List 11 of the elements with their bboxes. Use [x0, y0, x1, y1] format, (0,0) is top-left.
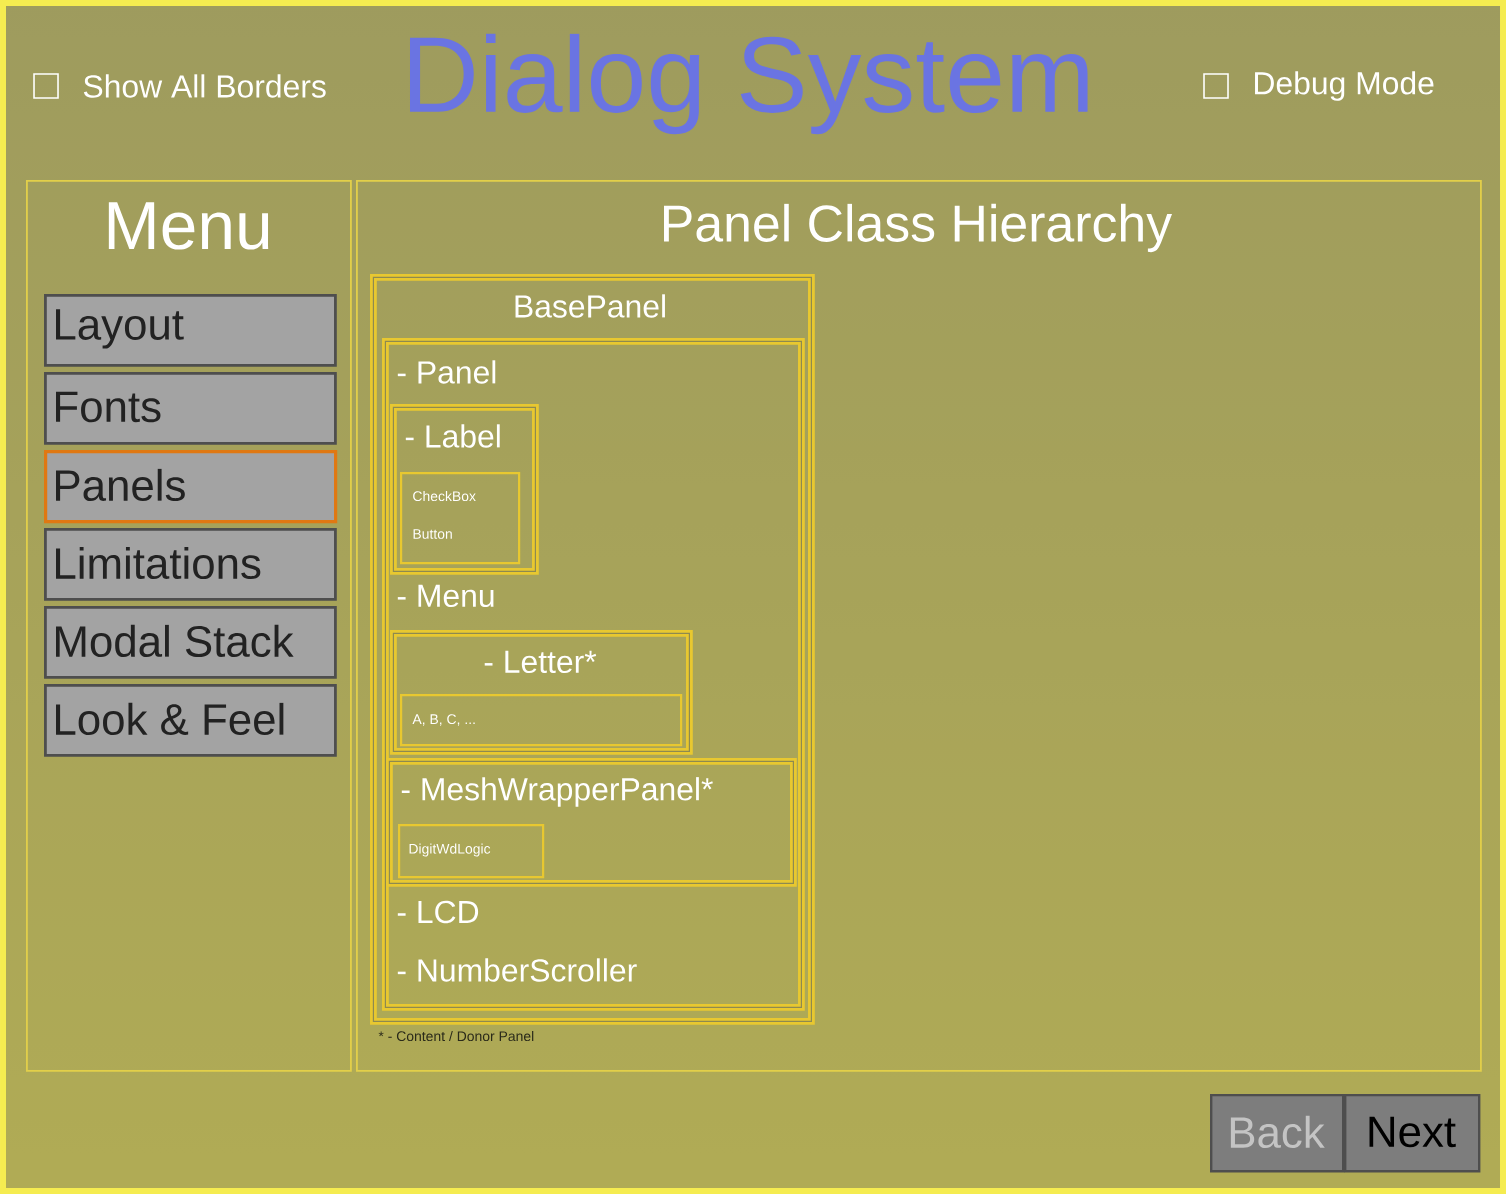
menu-button: Modal Stack	[44, 606, 337, 679]
menu-button: Limitations	[44, 528, 337, 601]
back-button: Back	[1210, 1094, 1345, 1173]
title: Dialog System	[410, 33, 1088, 135]
menu-button: Panels	[44, 450, 338, 524]
checkbox: Show All Borders	[33, 73, 326, 99]
menu-button: Look & Feel	[44, 684, 337, 757]
next-button: Next	[1344, 1094, 1481, 1173]
checkbox: Debug Mode	[1203, 71, 1434, 101]
menu-button: Layout	[44, 294, 337, 367]
menu-button: Fonts	[44, 372, 337, 445]
